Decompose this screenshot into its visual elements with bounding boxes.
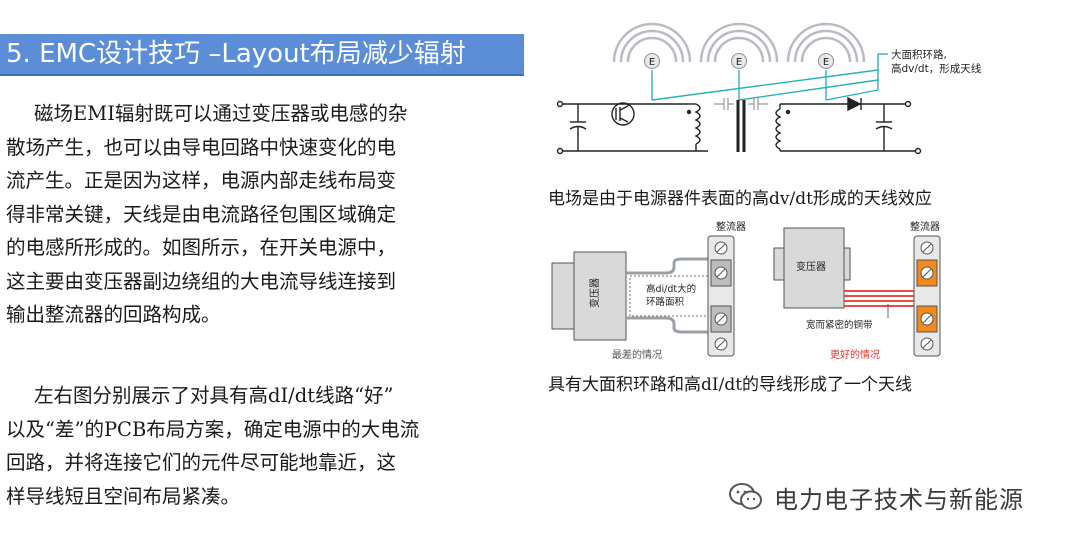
paragraph-2-line: 回路，并将连接它们的元件尽可能地靠近，这 <box>6 451 397 474</box>
e-field-marker: E <box>731 53 747 69</box>
annotation-line-1: 大面积环路, <box>891 48 947 61</box>
circuit-wiring <box>556 96 922 155</box>
rectifier-right <box>913 235 941 357</box>
paragraph-1-line: 磁场EMI辐射既可以通过变压器或电感的杂 <box>34 102 408 125</box>
loop-label-line-2: 环路面积 <box>646 296 685 308</box>
e-field-marker: E <box>644 53 660 69</box>
slide-title: 5. EMC设计技巧 –Layout布局减少辐射 <box>6 39 466 69</box>
paragraph-1-line: 这主要由变压器副边绕组的大电流导线连接到 <box>6 269 397 293</box>
e-field-marker: E <box>818 53 834 69</box>
y-capacitor <box>714 98 768 110</box>
figure-2-caption: 具有大面积环路和高dI/dt的导线形成了一个天线 <box>548 375 913 395</box>
rectifier-left <box>707 235 735 357</box>
transformer-right <box>783 227 845 309</box>
paragraph-1-line: 散场产生，也可以由导电回路中快速变化的电 <box>6 135 397 159</box>
annotation-line-2: 高dv/dt，形成天线 <box>891 62 982 75</box>
wechat-icon <box>729 483 762 510</box>
paragraph-1: 磁场EMI辐射既可以通过变压器或电感的杂 散场产生，也可以由导电回路中快速变化的… <box>6 97 456 332</box>
loop-label-line-1: 高di/dt大的 <box>646 283 696 295</box>
paragraph-2-line: 左右图分别展示了对具有高dI/dt线路“好” <box>34 384 394 407</box>
transformer-label-left: 变压器 <box>588 278 601 308</box>
strap-label: 宽而紧密的铜带 <box>806 319 873 331</box>
watermark-text: 电力电子技术与新能源 <box>774 485 1024 514</box>
paragraph-1-line: 输出整流器的回路构成。 <box>6 303 221 326</box>
copper-strap <box>844 290 914 307</box>
figure-2-layout-comparison: 整流器 变压器 高di/dt大的 环路面积 最差的情况 整流器 变压器 宽而紧密… <box>551 220 941 361</box>
figure-1-circuit-diagram: E E E 大面积环路, 高dv/dt，形成天线 <box>556 22 982 155</box>
paragraph-1-line: 流产生。正是因为这样，电源内部走线布局变 <box>6 169 397 192</box>
transformer-label-right: 变压器 <box>796 260 826 273</box>
verdict-better: 更好的情况 <box>830 348 880 361</box>
antenna-pointer-lines <box>651 53 888 101</box>
svg-text:E: E <box>736 57 742 68</box>
verdict-worst: 最差的情况 <box>612 348 662 361</box>
rectifier-label-right: 整流器 <box>910 220 940 233</box>
paragraph-1-line: 得非常关键，天线是由电流路径包围区域确定 <box>6 202 397 226</box>
paragraph-2: 左右图分别展示了对具有高dI/dt线路“好” 以及“差”的PCB布局方案，确定电… <box>6 379 456 513</box>
title-bar: 5. EMC设计技巧 –Layout布局减少辐射 <box>0 34 524 76</box>
paragraph-2-line: 样导线短且空间布局紧凑。 <box>6 484 241 508</box>
svg-text:E: E <box>823 57 829 68</box>
rectifier-label-left: 整流器 <box>716 220 746 233</box>
radiation-arcs <box>612 22 866 63</box>
svg-text:E: E <box>649 57 655 68</box>
paragraph-2-line: 以及“差”的PCB布局方案，确定电源中的大电流 <box>6 417 420 441</box>
paragraph-1-line: 的电感所形成的。如图所示，在开关电源中， <box>6 236 397 259</box>
figure-1-caption: 电场是由于电源器件表面的高dv/dt形成的天线效应 <box>548 189 932 209</box>
watermark: 电力电子技术与新能源 <box>728 481 1024 514</box>
transformer-left <box>573 251 627 341</box>
